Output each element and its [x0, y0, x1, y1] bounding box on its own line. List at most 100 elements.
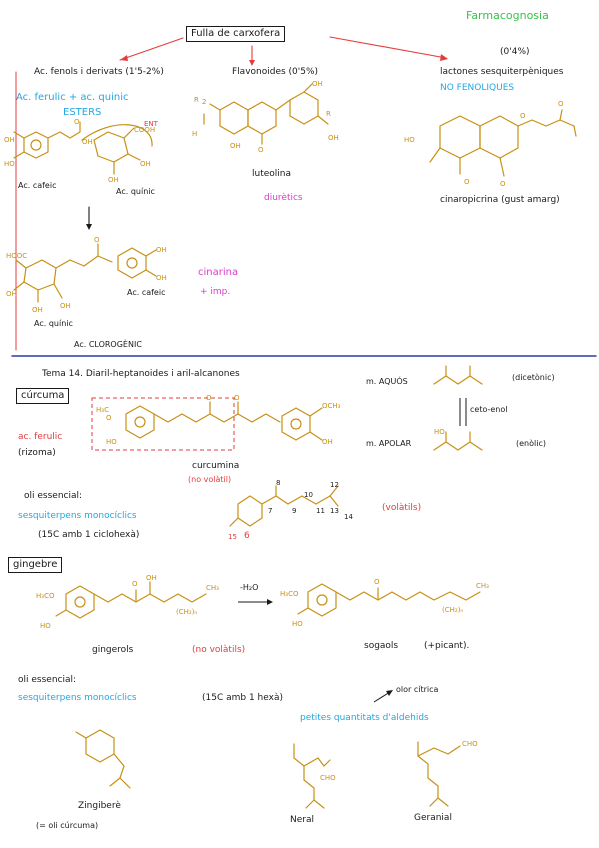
curcumin-label: curcumina	[192, 461, 240, 471]
svg-text:OH: OH	[312, 80, 323, 88]
enol-structure: HO	[433, 428, 483, 451]
svg-text:CHO: CHO	[462, 740, 478, 748]
svg-text:O: O	[258, 146, 264, 154]
shogaols-note: (+picant).	[424, 641, 470, 651]
lactones-heading: lactones sesquiterpèniques	[440, 67, 564, 77]
svg-text:O: O	[132, 580, 138, 588]
svg-text:H₃CO: H₃CO	[280, 590, 299, 598]
cynaropicrin-label: cinaropicrina (gust amarg)	[440, 195, 560, 205]
svg-text:OH: OH	[4, 136, 15, 144]
volatile-note: (volàtils)	[382, 503, 422, 513]
oil1-class: sesquiterpens monocíclics	[18, 511, 137, 521]
svg-text:O: O	[234, 394, 240, 402]
svg-text:O: O	[464, 178, 470, 186]
zingiberene-note: (= oli cúrcuma)	[36, 821, 99, 830]
apolar-medium-label: m. APOLAR	[366, 439, 412, 448]
carbon-10: 10	[304, 491, 313, 499]
luteolin-structure: R 2 H OH O OH R OH	[192, 80, 339, 154]
label-caffeic-acid-product: Ac. cafeic	[127, 288, 166, 297]
subject-heading: Farmacognosia	[466, 9, 549, 22]
enolic-label: (enòlic)	[516, 439, 546, 448]
svg-text:H₃C: H₃C	[96, 406, 109, 414]
svg-text:O: O	[106, 414, 112, 422]
svg-text:O: O	[500, 180, 506, 188]
label-chlorogenic-acid: Ac. CLOROGÈNIC	[74, 340, 142, 349]
svg-text:2: 2	[202, 98, 206, 106]
esters-label: ESTERS	[63, 107, 102, 118]
keto-enol-label: ceto-enol	[470, 405, 508, 414]
svg-text:OH: OH	[82, 138, 93, 146]
svg-text:O: O	[206, 394, 212, 402]
svg-text:CH₃: CH₃	[206, 584, 219, 592]
carbon-12: 12	[330, 481, 339, 489]
svg-text:O: O	[520, 112, 526, 120]
cynaropicrin-structure: HO O O O O	[404, 100, 577, 188]
label-quinic-acid: Ac. quínic	[116, 187, 155, 196]
svg-text:OH: OH	[6, 290, 17, 298]
svg-text:CH₃: CH₃	[476, 582, 489, 590]
ester-bond-label: ENT	[144, 120, 158, 128]
label-quinic-acid-product: Ac. quínic	[34, 319, 73, 328]
svg-text:H₃CO: H₃CO	[36, 592, 55, 600]
carbon-9: 9	[292, 507, 297, 515]
svg-text:HO: HO	[434, 428, 445, 436]
zingiberene-structure	[75, 729, 131, 789]
svg-text:HO: HO	[4, 160, 15, 168]
carbon-11: 11	[316, 507, 325, 515]
zingiberene-label: Zingiberè	[78, 801, 121, 811]
dehydration-arrow	[238, 599, 273, 605]
rhizome-label: (rizoma)	[18, 448, 56, 458]
citrus-smell-label: olor cítrica	[396, 685, 439, 694]
equilibrium-arrows	[459, 398, 467, 426]
svg-text:OH: OH	[328, 134, 339, 142]
svg-text:O: O	[94, 236, 100, 244]
flavonoids-heading: Flavonoides (0'5%)	[232, 67, 319, 77]
gingerols-label: gingerols	[92, 645, 134, 655]
caffeic-quinic-structures: OH HO O OH COOH OH OH	[4, 118, 155, 184]
geranial-label: Geranial	[414, 813, 452, 823]
svg-text:(CH₂)ₙ: (CH₂)ₙ	[442, 606, 463, 614]
chlorogenic-acid-structure: HOOC OH OH OH O OH OH	[6, 236, 167, 314]
cinarina-label: cinarina	[198, 267, 239, 278]
svg-text:O: O	[558, 100, 564, 108]
carbon-6: 6	[244, 531, 250, 541]
neral-label: Neral	[290, 815, 314, 825]
aqueous-medium-label: m. AQUÓS	[366, 377, 408, 386]
carbon-14: 14	[344, 513, 353, 521]
svg-text:OCH₃: OCH₃	[322, 402, 341, 410]
svg-text:OH: OH	[32, 306, 43, 314]
svg-text:HOOC: HOOC	[6, 252, 27, 260]
phenolic-acids-heading: Ac. fenols i derivats (1'5-2%)	[34, 67, 164, 77]
carbon-15: 15	[228, 533, 237, 541]
section-title: Fulla de carxofera	[186, 26, 286, 42]
cinarina-imp-label: + imp.	[200, 287, 231, 297]
svg-text:R: R	[194, 96, 199, 104]
oil1-detail: (15C amb 1 ciclohexà)	[38, 530, 140, 540]
oil2-heading: oli essencial:	[18, 675, 77, 685]
svg-text:OH: OH	[108, 176, 119, 184]
svg-text:OH: OH	[322, 438, 333, 446]
gingerols-note: (no volàtils)	[192, 645, 246, 655]
svg-text:OH: OH	[156, 274, 167, 282]
shogaols-label: sogaols	[364, 641, 399, 651]
aldehydes-label: petites quantitats d'aldehids	[300, 713, 429, 723]
ferulic-acid-label: ac. ferulic	[18, 432, 63, 442]
svg-text:O: O	[374, 578, 380, 586]
svg-text:(CH₂)ₙ: (CH₂)ₙ	[176, 608, 197, 616]
svg-text:R: R	[326, 110, 331, 118]
svg-text:OH: OH	[156, 246, 167, 254]
label-caffeic-acid: Ac. cafeic	[18, 181, 57, 190]
diketone-structure	[433, 365, 483, 385]
oil2-class: sesquiterpens monocíclics	[18, 693, 137, 703]
tema-title: Tema 14. Diaril-heptanoides i aril-alcan…	[42, 369, 240, 379]
svg-text:OH: OH	[146, 574, 157, 582]
svg-text:CHO: CHO	[320, 774, 336, 782]
oil2-detail: (15C amb 1 hexà)	[202, 693, 283, 703]
luteolin-label: luteolina	[252, 169, 291, 179]
svg-text:OH: OH	[60, 302, 71, 310]
non-phenolic-note: NO FENOLIQUES	[440, 83, 515, 93]
curcumin-note: (no volàtil)	[188, 475, 232, 484]
neral-structure: CHO	[293, 743, 336, 809]
